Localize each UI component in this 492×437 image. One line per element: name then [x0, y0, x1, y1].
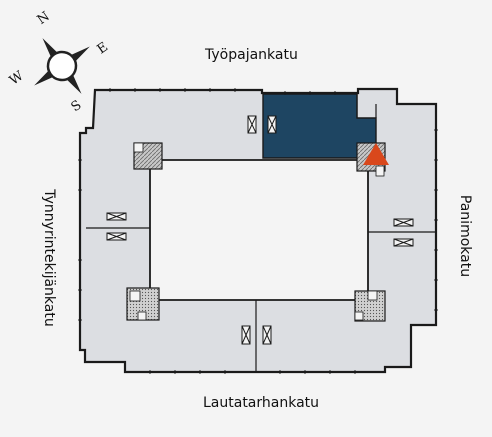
street-label-east: Panimokatu	[457, 194, 473, 278]
street-label-north: Työpajankatu	[205, 47, 298, 63]
elevator-icon	[247, 115, 277, 134]
elevator-icon	[393, 218, 414, 247]
street-label-west: Tynnyrintekijänkatu	[41, 189, 57, 327]
stairwell-icon	[126, 287, 160, 321]
window-ticks	[78, 88, 438, 374]
stairwell-icon	[354, 290, 386, 322]
compass-rose-icon	[34, 38, 90, 94]
elevator-icon	[106, 212, 127, 241]
interior-walls	[86, 94, 436, 371]
courtyard	[149, 159, 369, 301]
street-label-south: Lautatarhankatu	[203, 395, 320, 411]
you-are-here-triangle-icon	[363, 143, 389, 165]
elevator-icon	[241, 325, 272, 345]
stairwell-icon	[133, 142, 163, 170]
